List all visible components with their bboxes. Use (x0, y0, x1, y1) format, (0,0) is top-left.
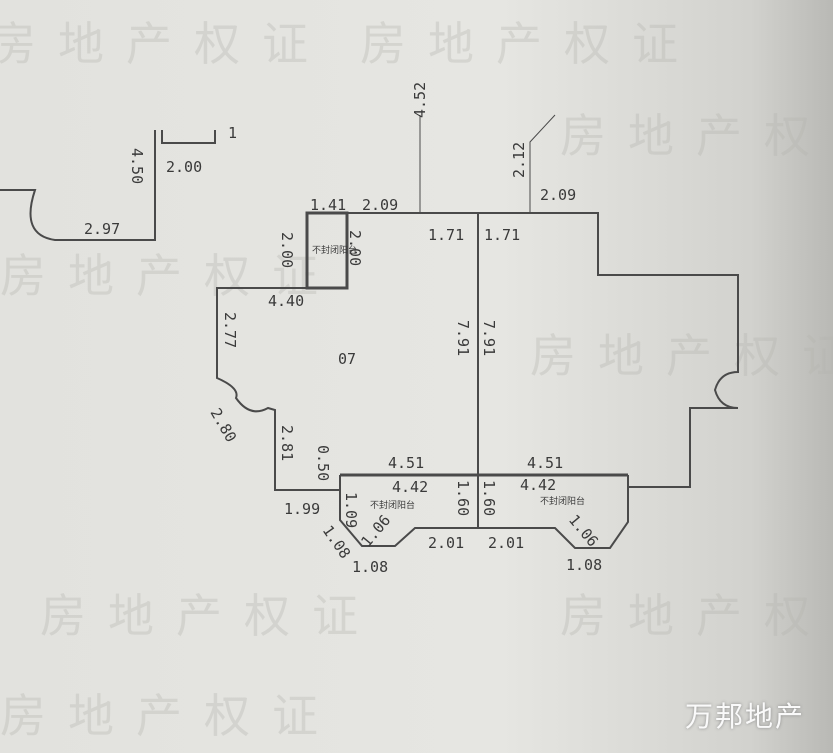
dim-label: 2.01 (488, 534, 524, 552)
left-wall (216, 287, 347, 491)
dim-label: 2.09 (362, 196, 398, 214)
dim-label: 2.80 (207, 405, 241, 445)
dim-label: 4.52 (411, 82, 429, 118)
dim-label: 2.01 (428, 534, 464, 552)
dim-label: 1.41 (310, 196, 346, 214)
watermark: 房地产权证 (0, 249, 340, 303)
dim-label: 1.08 (352, 558, 388, 576)
watermark: 房地产权证 (40, 589, 380, 643)
left-fragment-wall (0, 130, 216, 241)
outer-wall (347, 212, 739, 488)
dim-label: 2.81 (278, 425, 296, 461)
agency-logo: 万邦地产 (684, 700, 805, 733)
room-label: 07 (338, 350, 356, 368)
dim-label: 4.51 (388, 454, 424, 472)
dim-label: 7.91 (454, 320, 472, 356)
dim-label: 7.91 (480, 320, 498, 356)
dim-label: 1.71 (484, 226, 520, 244)
dim-label: 1.99 (284, 500, 320, 518)
dim-label: 2.00 (166, 158, 202, 176)
dim-label: 1.60 (454, 480, 472, 516)
dim-label: 4.42 (392, 478, 428, 496)
dim-label: 1.06 (357, 511, 394, 550)
dim-label: 2.12 (510, 142, 528, 178)
small-balcony-wall (305, 211, 349, 290)
dim-label: 1.09 (342, 492, 360, 528)
watermark: 房地产权证 (360, 17, 700, 71)
dim-label: 4.40 (268, 292, 304, 310)
watermark: 房地产权证 (560, 589, 833, 643)
small-room-label: 不封闭阳台 (312, 244, 357, 256)
dim-label: 1.08 (566, 556, 602, 574)
balcony-right-outline (478, 475, 629, 549)
dim-line-212 (529, 114, 556, 213)
balcony-label: 不封闭阳台 (540, 495, 585, 507)
balcony-label: 不封闭阳台 (370, 499, 415, 511)
dim-label: 2.00 (278, 232, 296, 268)
dim-label: 2.97 (84, 220, 120, 238)
dim-label: 2.77 (221, 312, 239, 348)
dim-label: 0.50 (314, 445, 332, 481)
dim-label: 4.50 (128, 148, 146, 184)
dim-label: 1.71 (428, 226, 464, 244)
watermark: 房地产权证 (0, 17, 330, 71)
dim-label: 1.60 (480, 480, 498, 516)
balcony-left-outline (339, 475, 478, 547)
dim-label: 4.51 (527, 454, 563, 472)
watermark: 房地产权证 (560, 109, 833, 163)
dim-label: 2.00 (346, 230, 364, 266)
dim-label: 2.09 (540, 186, 576, 204)
dim-label: 1 (228, 124, 237, 142)
watermark: 房地产权证 (0, 689, 340, 743)
watermark: 房地产权证 (530, 329, 833, 383)
dim-label: 4.42 (520, 476, 556, 494)
